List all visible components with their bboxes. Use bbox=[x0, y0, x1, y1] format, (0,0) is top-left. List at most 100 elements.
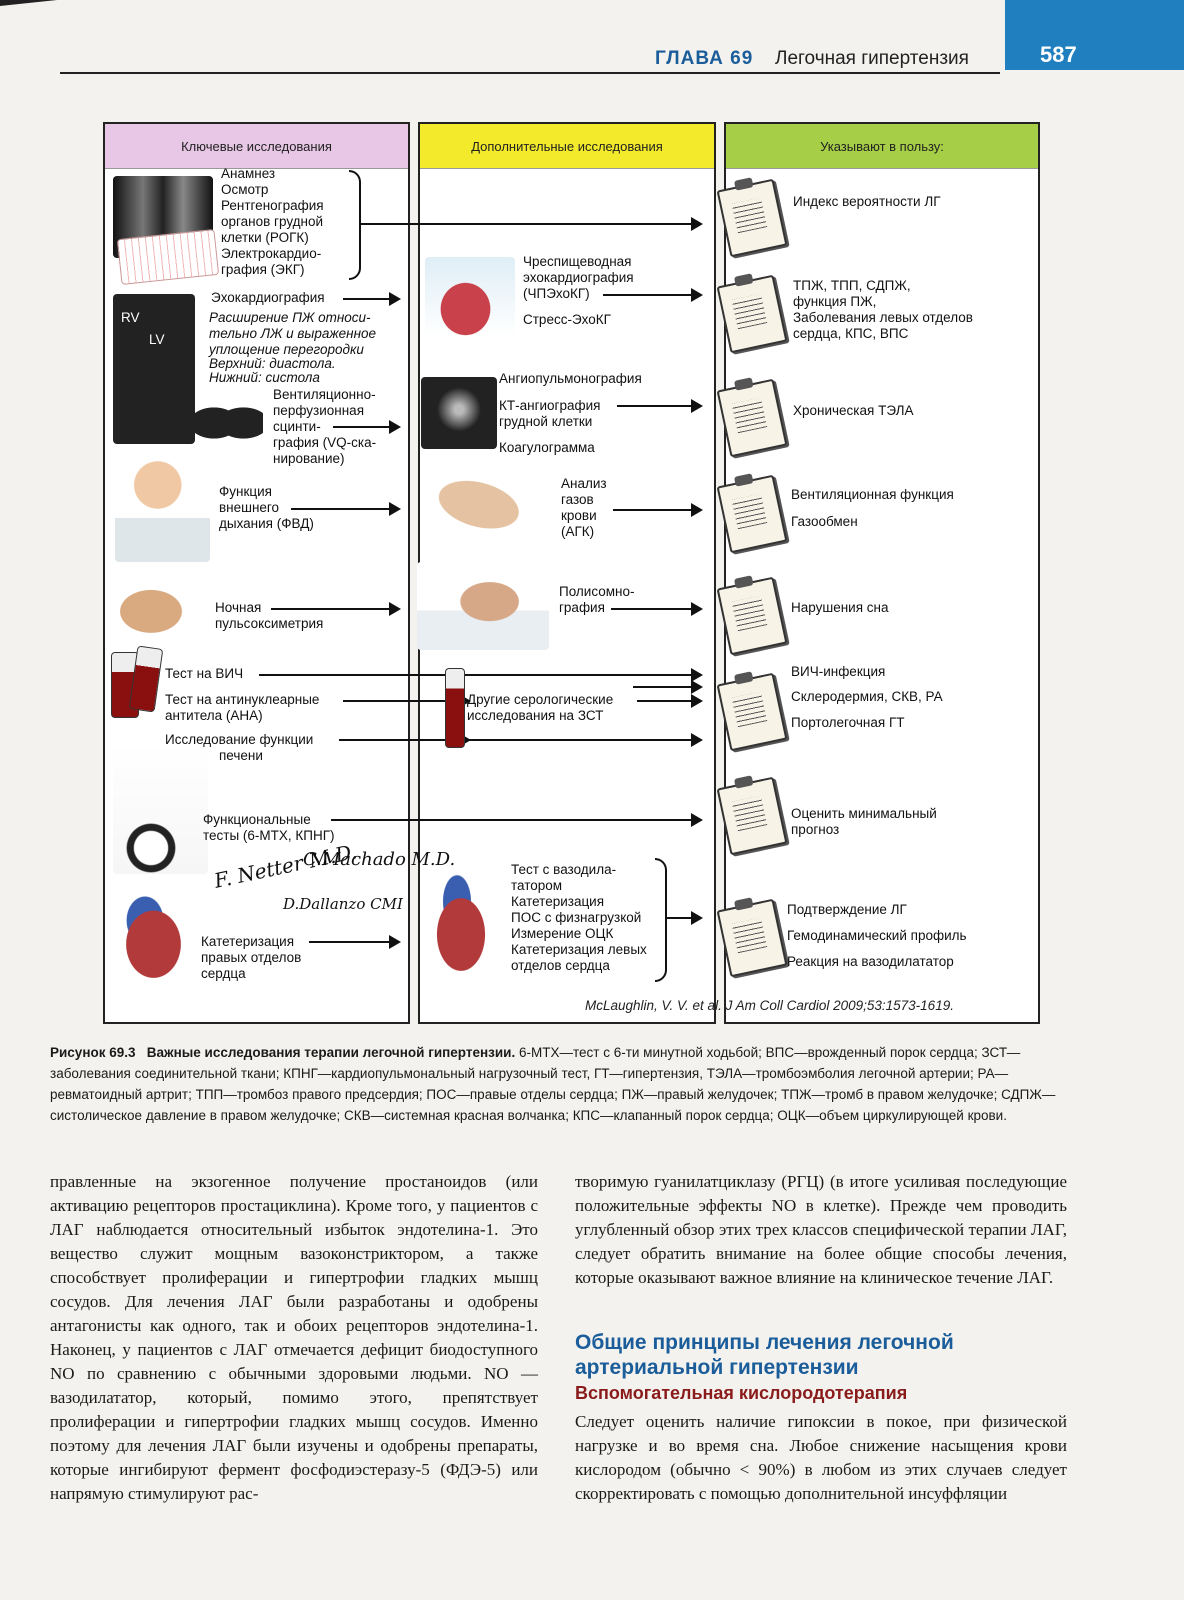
body-text-left: правленные на экзогенное получение прост… bbox=[50, 1172, 538, 1503]
arrow-agk bbox=[613, 503, 703, 517]
figure-69-3: Ключевые исследования Дополнительные исс… bbox=[103, 122, 1040, 1024]
extra-vaso-4: ПОС с физнагрузкой bbox=[511, 910, 642, 925]
extra-vaso-brace bbox=[655, 858, 667, 982]
signature-dallanzo: D.Dallanzo CMI bbox=[283, 895, 403, 913]
page-number: 587 bbox=[1040, 42, 1077, 67]
extra-vaso-6: Катетеризация левых bbox=[511, 942, 647, 957]
extra-stress: Стресс-ЭхоКГ bbox=[523, 312, 611, 327]
favor-4a: Вентиляционная функция bbox=[791, 487, 954, 502]
lung-scan-image bbox=[193, 392, 263, 454]
key-group1-line2: Осмотр bbox=[221, 182, 269, 197]
favor-3: Хроническая ТЭЛА bbox=[793, 403, 914, 418]
angiogram-image bbox=[421, 377, 497, 449]
exercise-bike-image bbox=[113, 744, 208, 874]
favor-2-2: функция ПЖ, bbox=[793, 294, 877, 309]
arrow-history-to-probability bbox=[361, 217, 703, 231]
key-group1-line3: Рентгенография bbox=[221, 198, 324, 213]
echocardiogram-image bbox=[113, 294, 195, 444]
key-cath-1: Катетеризация bbox=[201, 934, 295, 949]
favor-7-1: Оценить минимальный bbox=[791, 806, 937, 821]
echo-note-5: Нижний: систола bbox=[209, 370, 320, 385]
body-text-right-1: творимую гуанилатциклазу (РГЦ) (в итоге … bbox=[575, 1172, 1067, 1287]
key-ana-1: Тест на антинуклеарные bbox=[165, 692, 320, 707]
extra-tee-3: (ЧПЭхоКГ) bbox=[523, 286, 590, 301]
favor-2-4: сердца, КПС, ВПС bbox=[793, 326, 909, 341]
heart-image-right bbox=[421, 874, 501, 984]
figure-source: McLaughlin, V. V. et al. J Am Coll Cardi… bbox=[585, 998, 954, 1013]
arrow-sero bbox=[637, 694, 703, 708]
key-group1-line5: клетки (РОГК) bbox=[221, 230, 309, 245]
column-header-extra: Дополнительные исследования bbox=[420, 124, 714, 169]
heart-image-left bbox=[111, 892, 196, 987]
arrow-echo bbox=[343, 292, 401, 306]
arrow-cath bbox=[309, 935, 401, 949]
caption-title: Важные исследования терапии легочной гип… bbox=[146, 1045, 516, 1060]
page-corner-mark bbox=[0, 0, 70, 6]
key-cath-2: правых отделов bbox=[201, 950, 302, 965]
column-header-favor: Указывают в пользу: bbox=[726, 124, 1038, 169]
arrow-vq bbox=[333, 420, 401, 434]
extra-agk-1: Анализ bbox=[561, 476, 607, 491]
caption-text: 6-МТХ—тест с 6-ти минутной ходьбой; ВПС—… bbox=[50, 1045, 1056, 1123]
serology-tube-image bbox=[445, 668, 465, 748]
favor-8b: Гемодинамический профиль bbox=[787, 928, 967, 943]
favor-6a: ВИЧ-инфекция bbox=[791, 664, 886, 679]
favor-8c: Реакция на вазодилататор bbox=[787, 954, 954, 969]
column-header-key: Ключевые исследования bbox=[105, 124, 408, 169]
spirometry-image bbox=[115, 452, 210, 562]
arrow-fvd bbox=[291, 502, 401, 516]
extra-vaso-5: Измерение ОЦК bbox=[511, 926, 614, 941]
key-group1-brace bbox=[349, 170, 361, 280]
favor-2-3: Заболевания левых отделов bbox=[793, 310, 973, 325]
echo-note-3: уплощение перегородки bbox=[209, 342, 364, 357]
tee-heart-image bbox=[425, 257, 515, 337]
extra-agk-3: крови bbox=[561, 508, 597, 523]
extra-angio2-2: грудной клетки bbox=[499, 414, 593, 429]
key-vq-3: сцинти- bbox=[273, 419, 321, 434]
favor-6c: Портолегочная ГТ bbox=[791, 715, 905, 730]
favor-4b: Газообмен bbox=[791, 514, 858, 529]
extra-psg-2: графия bbox=[559, 600, 605, 615]
extra-agk-2: газов bbox=[561, 492, 594, 507]
header-rule bbox=[60, 72, 1000, 74]
pulse-oximeter-image bbox=[115, 574, 205, 642]
key-vq-2: перфузионная bbox=[273, 403, 364, 418]
favor-6b: Склеродермия, СКВ, РА bbox=[791, 689, 943, 704]
extra-coag: Коагулограмма bbox=[499, 440, 595, 455]
key-group1-line4: органов грудной bbox=[221, 214, 324, 229]
key-func-2: тесты (6-МТХ, КПНГ) bbox=[203, 828, 335, 843]
key-func-1: Функциональные bbox=[203, 812, 311, 827]
chapter-label: ГЛАВА 69 bbox=[655, 48, 754, 69]
extra-tee-2: эхокардиография bbox=[523, 270, 634, 285]
key-liver-1: Исследование функции bbox=[165, 732, 314, 747]
key-vq-4: графия (VQ-ска- bbox=[273, 435, 377, 450]
favor-2-1: ТПЖ, ТПП, СДПЖ, bbox=[793, 278, 911, 293]
extra-sero-1: Другие серологические bbox=[467, 692, 614, 707]
key-hiv: Тест на ВИЧ bbox=[165, 666, 244, 681]
favor-8a: Подтверждение ЛГ bbox=[787, 902, 907, 917]
echo-note-2: тельно ЛЖ и выраженное bbox=[209, 326, 377, 341]
key-fvd-2: внешнего bbox=[219, 500, 280, 515]
key-oxi-1: Ночная bbox=[215, 600, 262, 615]
arrow-func bbox=[331, 813, 703, 827]
extra-vaso-7: отделов сердца bbox=[511, 958, 610, 973]
extra-sero-2: исследования на ЗСТ bbox=[467, 708, 604, 723]
extra-angio1: Ангиопульмонография bbox=[499, 371, 642, 386]
key-vq-1: Вентиляционно- bbox=[273, 387, 376, 402]
figure-caption: Рисунок 69.3 Важные исследования терапии… bbox=[50, 1042, 1070, 1126]
favor-7-2: прогноз bbox=[791, 822, 840, 837]
key-cath-3: сердца bbox=[201, 966, 246, 981]
arrow-oxi bbox=[271, 602, 401, 616]
key-fvd-3: дыхания (ФВД) bbox=[219, 516, 314, 531]
echo-label-lv: LV bbox=[149, 332, 165, 347]
key-group1-line7: графия (ЭКГ) bbox=[221, 262, 305, 277]
extra-psg-1: Полисомно- bbox=[559, 584, 635, 599]
arrow-psg bbox=[611, 602, 703, 616]
chapter-title: Легочная гипертензия bbox=[775, 48, 969, 69]
arrow-sero-upper bbox=[633, 680, 703, 694]
signature-machado: C.Machado M.D. bbox=[303, 849, 456, 870]
extra-tee-1: Чреспищеводная bbox=[523, 254, 632, 269]
key-echo: Эхокардиография bbox=[211, 290, 325, 305]
key-group1-line6: Электрокардио- bbox=[221, 246, 322, 261]
key-liver-2: печени bbox=[219, 748, 263, 763]
